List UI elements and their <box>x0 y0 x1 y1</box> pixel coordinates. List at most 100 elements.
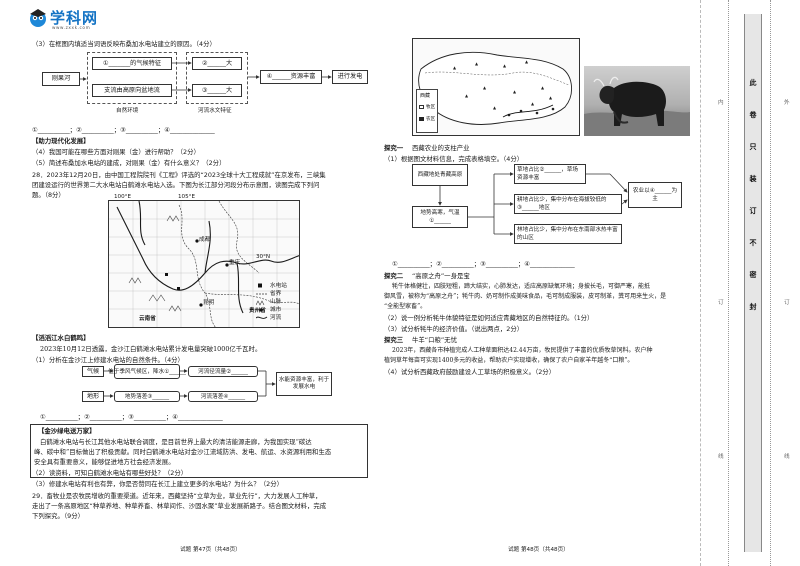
q28-line3: 题。（8分） <box>32 191 65 199</box>
fc3-box-farm-text: 耕地占比少，集中分布在海拔较低的③______地区 <box>517 197 607 211</box>
fc1-box-4: ④______资源丰富 <box>260 70 322 84</box>
fc3-result-text: 农业以④______为主 <box>632 188 678 202</box>
section-river-title: 【滔滔江水白鹤鸣】 <box>32 334 90 342</box>
explore2-q3: （3）试分析牦牛的经济价值。（说出两点，2分） <box>384 325 524 333</box>
map-province-guizhou: 贵州省 <box>249 308 266 314</box>
explore2-p3: “全能型家畜”。 <box>384 303 427 310</box>
explore2-text: “高原之舟”一身是宝 <box>412 272 470 280</box>
yak-photo <box>584 66 690 136</box>
fc2-arrows <box>104 369 276 398</box>
fc2-result-text: 水能资源丰富，利于发展水电 <box>278 377 330 390</box>
svg-text:▲: ▲ <box>503 63 507 68</box>
svg-text:▲: ▲ <box>483 85 487 90</box>
fc1-start: 刚果河 <box>42 72 80 86</box>
explore2-p2: 御风雪，被称为“高原之舟”；牦牛肉、奶可制作成美味食品，毛可制成服装，皮可制革，… <box>384 293 667 300</box>
map-legend: 水电站 省界 山脉 城市 河流 <box>256 282 298 326</box>
map-lon-100: 100°E <box>114 194 132 200</box>
right-page-footer: 试题 第48页（共48页） <box>508 547 569 553</box>
fc1-caption-nature: 自然环境 <box>116 108 139 114</box>
q28-line1: 28．2023年12月20日，由中国工程院院刊《工程》评选的“2023全球十大工… <box>32 171 326 179</box>
fc2-box-4: 河流落差④______ <box>188 391 258 402</box>
section-river-paragraph: 2023年10月12日透露，金沙江白鹤滩水电站累计发电量突破1000亿千瓦时。 <box>40 345 262 353</box>
logo: 学科网 www.zxxk.com <box>28 6 128 32</box>
flowchart-2: 气候 地形 位于季风气候区，降水①______ 河流径流量②______ 地势落… <box>80 364 340 408</box>
fc3-result: 农业以④______为主 <box>628 182 682 208</box>
legend-symbols <box>256 283 268 319</box>
explore3-title: 探究三 <box>384 336 404 344</box>
answer-line-3: ①__________；②__________；③__________；④___… <box>392 260 575 268</box>
legend-item-river: 河流 <box>270 315 282 321</box>
green-power-p3: 安全具有重要意义，能够促进地方社会经济发展。 <box>34 458 175 466</box>
binding-warning-strip: 此 卷 只 装 订 不 密 封 <box>744 14 762 552</box>
fc2-cat-climate: 气候 <box>82 366 104 377</box>
section-green-power <box>30 424 368 478</box>
logo-url-text: www.zxxk.com <box>52 25 91 30</box>
fc3-box-grass: 草地占比②______，草场资源丰富 <box>514 164 586 184</box>
binding-outer: 外 订 线 <box>772 0 800 566</box>
green-power-p2: 峰、碳中和”目标做出了积极贡献。同时白鹤滩水电站对金沙江流域防洪、发电、航运、水… <box>34 448 332 456</box>
q2-prompt: （2）读资料，可知白鹤滩水电站有哪些好处？（2分） <box>32 469 188 477</box>
fc3-terrain-text: 地势高寒，气温①______ <box>420 210 460 224</box>
q28-line2: 团建设运行的世界第二大水电站白鹤滩水电站入选。下图为长江部分河段分布示意图，读图… <box>32 181 320 189</box>
tibet-legend-pastoral-swatch <box>419 105 424 109</box>
fc3-terrain: 地势高寒，气温①______ <box>412 206 468 228</box>
logo-mascot-icon <box>30 9 46 27</box>
tibet-map: ▲▲▲ ▲▲▲ ▲▲▲ ▲▲ 西藏 牧区 农区 <box>412 38 580 136</box>
gutter-char-ding-2: 订 <box>784 300 790 306</box>
gutter-char-ding-1: 订 <box>718 300 724 306</box>
gutter-char-nei: 内 <box>718 100 724 106</box>
legend-item-mountain: 山脉 <box>270 299 282 305</box>
answer-line-1: ①__________；②__________；③__________；④___… <box>32 126 215 134</box>
svg-text:▲: ▲ <box>493 105 497 110</box>
answer-line-2: ①__________；②__________；③__________；④___… <box>40 413 223 421</box>
warning-char-7: 密 <box>749 271 757 279</box>
fc1-group-frame <box>87 52 177 104</box>
tibet-legend-farming: 农区 <box>426 117 436 122</box>
explore3-q4: （4）试分析西藏政府鼓励建设人工草场的积极意义。（2分） <box>384 368 556 376</box>
fc2-box-2: 河流径流量②______ <box>188 366 258 377</box>
explore3-text: 牛羊“口粮”无忧 <box>412 336 457 344</box>
binding-dotted-line <box>728 0 729 566</box>
gutter-char-wai: 外 <box>784 100 790 106</box>
flowchart-1: 刚果河 ①_______的气候特征 支流由高原向盆地流 ②______大 ③__… <box>40 51 370 123</box>
q29-line1: 29．畜牧业是农牧民增收的重要渠道。近年来，西藏坚持“立草为业，草业先行”，大力… <box>32 492 322 500</box>
fc1-box-climate: ①_______的气候特征 <box>92 57 172 70</box>
q1-prompt: （1）分析在金沙江上修建水电站的自然条件。（4分） <box>32 356 184 364</box>
gutter-char-xian-1: 线 <box>718 454 724 460</box>
fc3-top-text: 西藏地处青藏高原 <box>417 172 463 178</box>
warning-char-4: 装 <box>749 175 757 183</box>
map-lat-30: 30°N <box>256 254 271 260</box>
map-city-chengdu: 成都 <box>199 237 211 243</box>
fc1-caption-hydro: 河流水文特征 <box>198 108 232 114</box>
binding-dotted-line-2 <box>770 0 771 566</box>
legend-item-border: 省界 <box>270 291 282 297</box>
q5-prompt: （5）简述布桑加水电站的建成，对刚果（金）有什么意义？（2分） <box>32 159 226 167</box>
yangtze-map-graphic <box>109 201 299 327</box>
left-page-footer: 试题 第47页（共48页） <box>180 547 241 553</box>
svg-text:▲: ▲ <box>513 89 517 94</box>
section-help-title: 【助力现代化发展】 <box>32 137 90 145</box>
svg-text:▲: ▲ <box>475 61 479 66</box>
fc3-top: 西藏地处青藏高原 <box>412 164 468 186</box>
logo-brand-text: 学科网 <box>50 9 99 27</box>
flowchart-3: 西藏地处青藏高原 地势高寒，气温①______ 草地占比②______，草场资源… <box>410 162 690 258</box>
svg-text:▲: ▲ <box>541 85 545 90</box>
section-green-power-title: 【金沙绿电送万家】 <box>38 427 96 435</box>
tibet-legend-pastoral: 牧区 <box>426 105 436 110</box>
explore3-p2: 植饲草年每亩可实现1400多元的收益，帮助农户实现增收，确保了农户自家羊年越冬“… <box>384 357 634 364</box>
warning-char-8: 封 <box>749 303 757 311</box>
q3-prompt: （3）在框图内填适当词语反映布桑加水电站建立的原因。（4分） <box>32 40 216 48</box>
fc2-result: 水能资源丰富，利于发展水电 <box>276 372 332 396</box>
q29-line2: 走出了一条高原地区“种草养地、种草养畜、林草间作、沙固水聚”草业发展新路子。结合… <box>32 502 327 510</box>
explore1-text: 西藏农业的支柱产业 <box>412 144 470 152</box>
gutter-char-xian-2: 线 <box>784 454 790 460</box>
tibet-map-legend: 西藏 牧区 农区 <box>416 89 438 133</box>
fc1-box-3: ③______大 <box>192 84 242 97</box>
warning-char-3: 只 <box>749 143 757 151</box>
map-lon-105: 105°E <box>178 194 196 200</box>
legend-item-city: 城市 <box>270 307 282 313</box>
explore2-q2: （2）说一例分析牦牛体貌特征是如何适应青藏地区的自然特征的。（1分） <box>384 314 594 322</box>
q29-line3: 下列探究。（9分） <box>32 512 84 520</box>
fc2-box-1: 位于季风气候区，降水①______ <box>108 364 186 379</box>
warning-char-5: 订 <box>749 207 757 215</box>
